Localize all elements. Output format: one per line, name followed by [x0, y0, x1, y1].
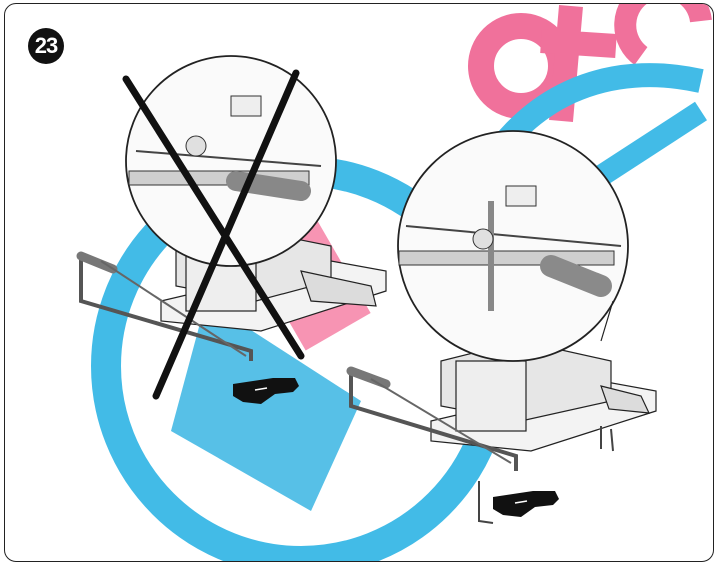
step-number-badge: 23 — [28, 28, 64, 64]
watermark-letter-stroke — [595, 101, 707, 186]
incorrect-cross-mark — [122, 69, 305, 400]
watermark-letter-e — [614, 4, 712, 65]
right-zoom-detail — [397, 130, 629, 362]
figure-frame: 23 — [4, 3, 714, 562]
right-gearmotor-drawing — [346, 340, 657, 524]
watermark-tag-shape — [171, 301, 361, 511]
pointing-hand-icon — [233, 378, 299, 404]
installation-illustration — [76, 4, 712, 561]
left-zoom-detail — [125, 55, 337, 267]
pointing-hand-icon — [493, 491, 559, 517]
